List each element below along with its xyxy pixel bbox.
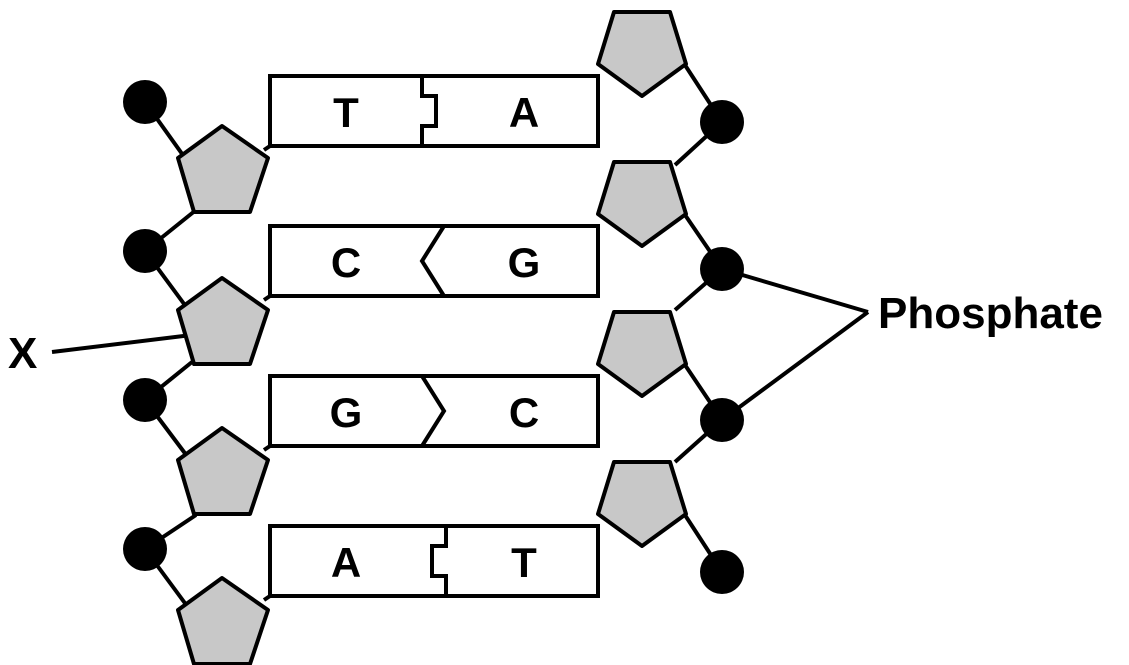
label-x: X bbox=[8, 329, 37, 378]
base-letter-right: G bbox=[508, 239, 541, 286]
base-letter-left: G bbox=[330, 389, 363, 436]
base-letter-right: T bbox=[511, 539, 537, 586]
phosphate-dot bbox=[123, 80, 167, 124]
sugar-pentagon-x bbox=[176, 276, 270, 366]
base-letter-left: T bbox=[333, 89, 359, 136]
phosphate-dot bbox=[700, 398, 744, 442]
base-pair-box bbox=[268, 224, 600, 298]
base-letters: T A C G G C A T bbox=[330, 89, 541, 586]
base-letter-left: A bbox=[331, 539, 361, 586]
phosphate-dot bbox=[700, 550, 744, 594]
base-letter-right: A bbox=[509, 89, 539, 136]
phosphates bbox=[123, 80, 744, 594]
phosphate-dot bbox=[123, 378, 167, 422]
sugar-pentagon bbox=[596, 160, 688, 248]
phosphate-dot bbox=[700, 247, 744, 291]
sugar-pentagon bbox=[176, 426, 270, 516]
label-phosphate: Phosphate bbox=[878, 289, 1103, 338]
base-pair-box bbox=[268, 374, 600, 448]
sugars bbox=[176, 10, 688, 665]
phosphate-dot bbox=[123, 229, 167, 273]
phosphate-dot bbox=[700, 100, 744, 144]
sugar-pentagon bbox=[596, 310, 688, 398]
sugar-pentagon bbox=[596, 10, 688, 98]
sugar-pentagon bbox=[176, 124, 270, 214]
base-letter-left: C bbox=[331, 239, 361, 286]
base-letter-right: C bbox=[509, 389, 539, 436]
phosphate-dot bbox=[123, 527, 167, 571]
base-pairs bbox=[268, 74, 600, 598]
sugar-pentagon bbox=[596, 460, 688, 548]
sugar-pentagon bbox=[176, 576, 270, 665]
